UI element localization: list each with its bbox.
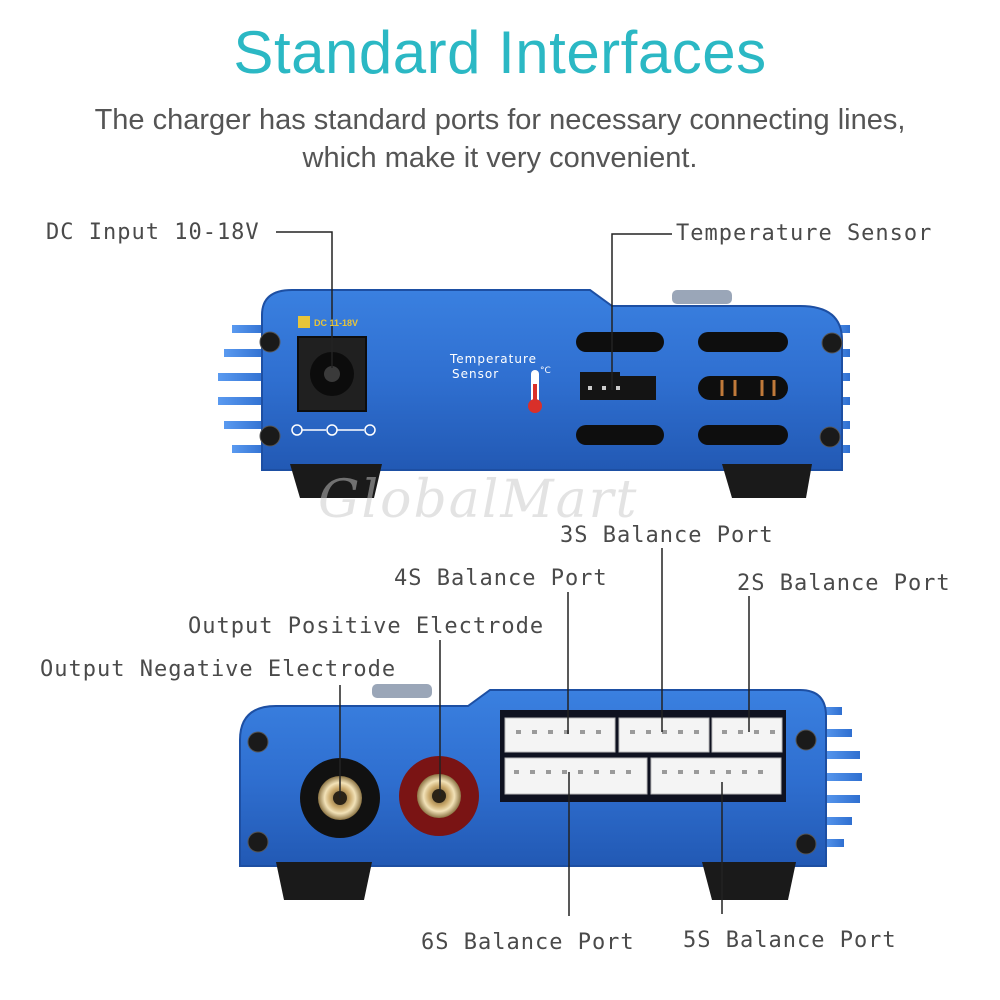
top-left-fins xyxy=(218,325,266,453)
screw xyxy=(821,332,843,354)
panel-sensor-text-1: Temperature xyxy=(450,352,538,366)
top-body xyxy=(261,289,843,471)
screw xyxy=(259,425,281,447)
balance-port-2s xyxy=(711,717,783,753)
bottom-knob xyxy=(372,684,432,698)
screw xyxy=(247,831,269,853)
top-foot-right xyxy=(722,464,812,498)
balance-ports xyxy=(504,717,783,795)
balance-port-6s xyxy=(504,757,648,795)
top-foot-left xyxy=(290,464,382,498)
thermometer-icon xyxy=(528,370,542,413)
output-negative-label: Output Negative Electrode xyxy=(40,657,397,682)
balance-4s-label: 4S Balance Port xyxy=(394,566,608,591)
balance-port-5s xyxy=(650,757,782,795)
bottom-callout-lines xyxy=(339,548,750,916)
dc-input-jack xyxy=(291,316,376,436)
balance-port-3s xyxy=(618,717,710,753)
watermark: GlobalMart xyxy=(318,470,639,530)
screw xyxy=(259,331,281,353)
top-knob xyxy=(672,290,732,304)
balance-6s-label: 6S Balance Port xyxy=(421,930,635,955)
vent-coils xyxy=(720,380,776,396)
temperature-sensor-label: Temperature Sensor xyxy=(676,221,933,246)
screw xyxy=(795,729,817,751)
balance-2s-label: 2S Balance Port xyxy=(737,571,951,596)
subtitle-line-1: The charger has standard ports for neces… xyxy=(94,104,906,136)
panel-celsius: °C xyxy=(540,366,551,376)
bottom-charger xyxy=(239,548,862,916)
balance-5s-label: 5S Balance Port xyxy=(683,928,897,953)
balance-port-4s xyxy=(504,717,616,753)
panel-sensor-text-2: Sensor xyxy=(452,367,500,381)
top-callout-lines xyxy=(276,231,672,390)
output-positive-label: Output Positive Electrode xyxy=(188,614,545,639)
bottom-foot-left xyxy=(276,862,372,900)
screw xyxy=(795,833,817,855)
balance-3s-label: 3S Balance Port xyxy=(560,523,774,548)
dc-warning-icon xyxy=(298,316,310,328)
subtitle-line-2: which make it very convenient. xyxy=(302,142,698,174)
bottom-foot-right xyxy=(702,862,796,900)
top-charger xyxy=(218,231,850,498)
panel-dc-text: DC 11-18V xyxy=(314,318,359,328)
output-positive-jack xyxy=(399,756,479,836)
bottom-right-fins xyxy=(822,707,862,847)
dc-input-label: DC Input 10-18V xyxy=(46,220,260,245)
screw xyxy=(247,731,269,753)
page-title: Standard Interfaces xyxy=(233,19,767,86)
screw xyxy=(819,426,841,448)
temperature-sensor-port xyxy=(580,372,656,400)
